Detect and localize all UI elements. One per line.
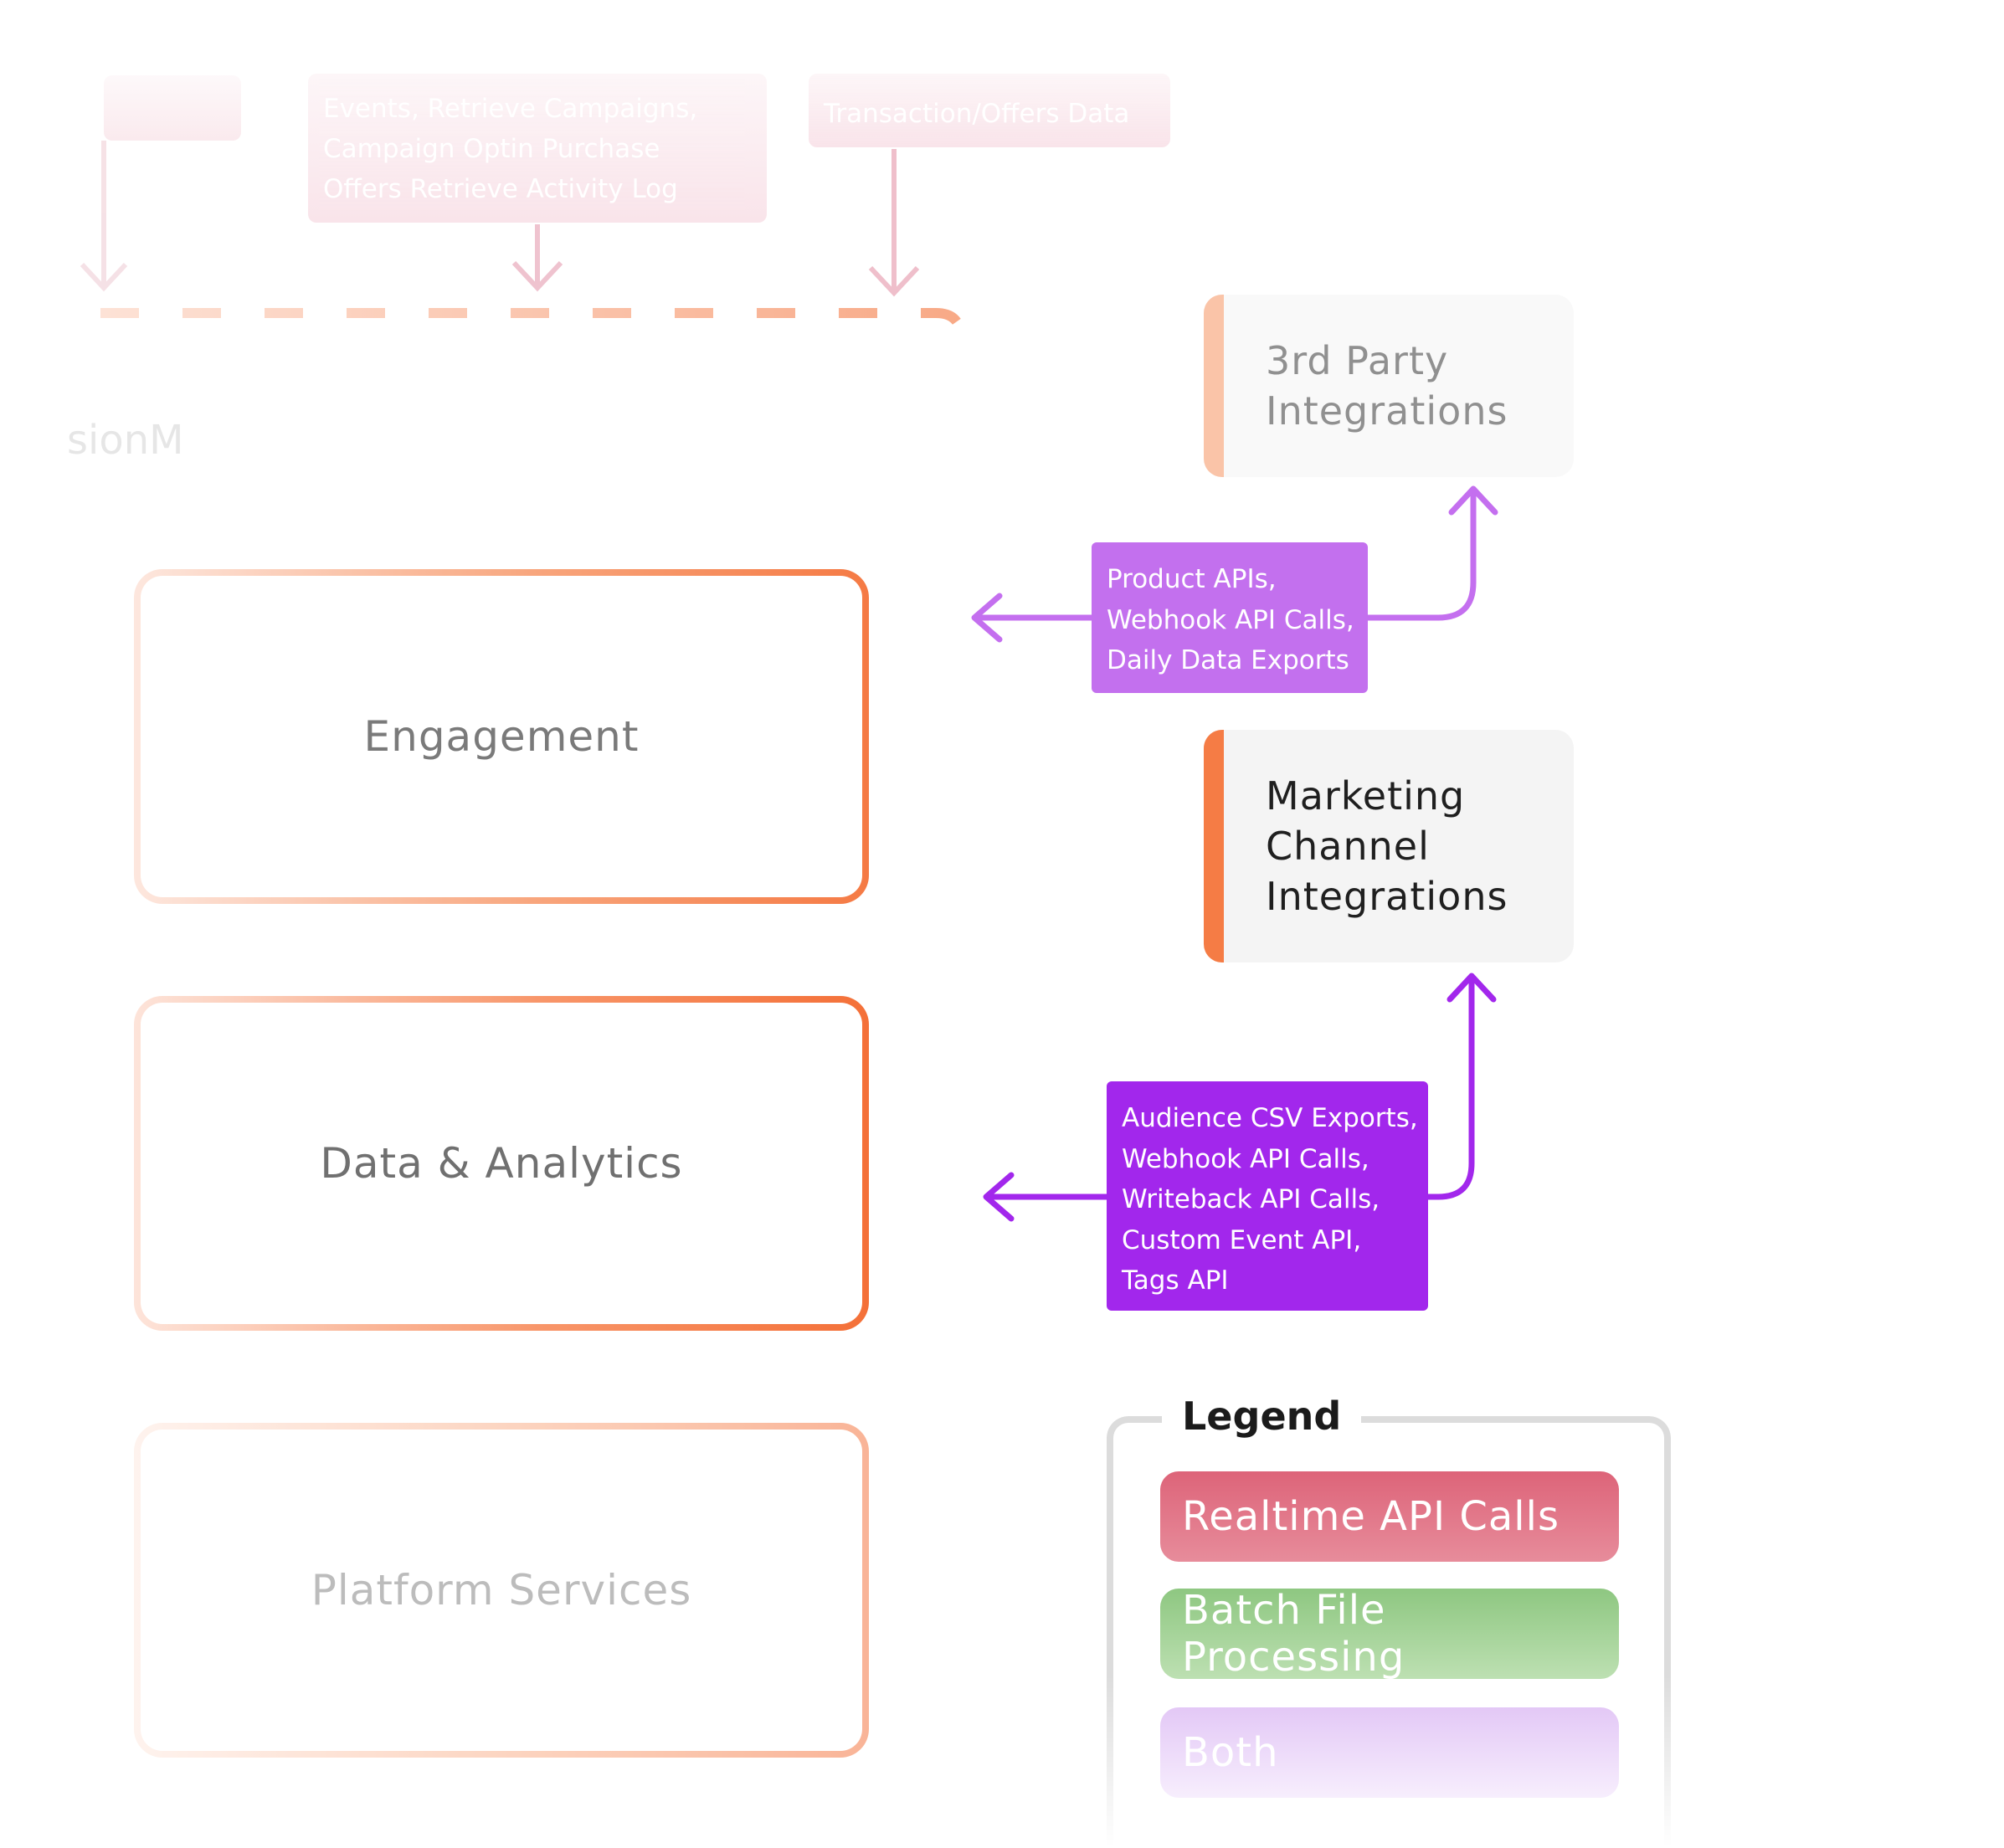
module-label: Platform Services bbox=[141, 1430, 862, 1751]
legend-item-realtime: Realtime API Calls bbox=[1160, 1471, 1619, 1562]
api-label-product: Product APIs, Webhook API Calls, Daily D… bbox=[1092, 542, 1368, 693]
platform-boundary-top bbox=[100, 308, 966, 339]
platform-name: sionM bbox=[67, 417, 184, 464]
integration-label: Marketing Channel Integrations bbox=[1224, 730, 1574, 963]
top-label-fragment bbox=[104, 75, 241, 141]
api-label-line: Tags API bbox=[1122, 1265, 1229, 1296]
integration-label-line: 3rd Party bbox=[1266, 338, 1449, 383]
api-label-line: Webhook API Calls, bbox=[1107, 604, 1354, 635]
legend-item-both: Both bbox=[1160, 1707, 1619, 1798]
integration-3rd-party[interactable]: 3rd Party Integrations bbox=[1204, 295, 1574, 477]
module-data-analytics[interactable]: Data & Analytics bbox=[134, 996, 869, 1331]
api-label-line: Audience CSV Exports, bbox=[1122, 1103, 1418, 1133]
module-engagement[interactable]: Engagement bbox=[134, 569, 869, 904]
api-label-line: Product APIs, bbox=[1107, 564, 1277, 594]
integration-accent-bar bbox=[1204, 730, 1224, 963]
api-label-audience: Audience CSV Exports, Webhook API Calls,… bbox=[1107, 1081, 1428, 1311]
integration-label: 3rd Party Integrations bbox=[1224, 295, 1574, 477]
top-label-events: Events, Retrieve Campaigns, Campaign Opt… bbox=[308, 74, 767, 223]
api-label-line: Writeback API Calls, bbox=[1122, 1184, 1380, 1214]
integration-label-line: Marketing bbox=[1266, 773, 1466, 819]
module-label: Data & Analytics bbox=[141, 1003, 862, 1324]
top-label-transaction: Transaction/Offers Data bbox=[809, 74, 1170, 147]
legend-frame bbox=[1107, 1416, 1671, 1848]
api-label-line: Custom Event API, bbox=[1122, 1224, 1362, 1255]
module-label: Engagement bbox=[141, 576, 862, 897]
integration-marketing-channel[interactable]: Marketing Channel Integrations bbox=[1204, 730, 1574, 963]
api-label-line: Daily Data Exports bbox=[1107, 645, 1349, 675]
legend-item-batch: Batch File Processing bbox=[1160, 1587, 1619, 1681]
down-arrow-events bbox=[511, 224, 563, 292]
down-arrow-transaction bbox=[868, 149, 920, 297]
integration-label-line: Integrations bbox=[1266, 874, 1508, 919]
down-arrow-left bbox=[80, 141, 128, 292]
integration-label-line: Channel bbox=[1266, 824, 1430, 869]
api-label-line: Webhook API Calls, bbox=[1122, 1143, 1369, 1174]
product-api-connector bbox=[971, 485, 1498, 643]
integration-label-line: Integrations bbox=[1266, 388, 1508, 434]
audience-api-connector bbox=[983, 973, 1497, 1222]
module-platform-services[interactable]: Platform Services bbox=[134, 1423, 869, 1758]
integration-accent-bar bbox=[1204, 295, 1224, 477]
legend-title: Legend bbox=[1162, 1393, 1362, 1440]
